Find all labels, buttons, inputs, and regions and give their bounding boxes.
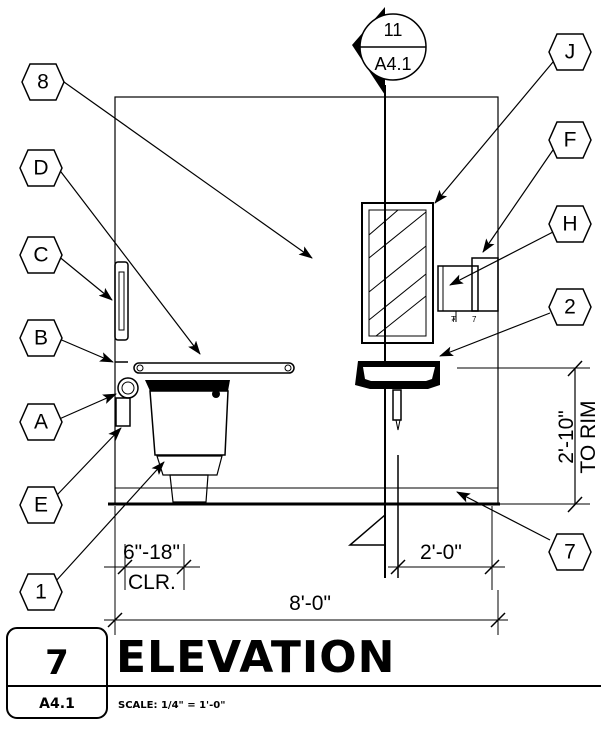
clearance-range: 6"-18" [123,541,180,564]
lav-offset-dimension: 2'-0" [388,506,505,590]
svg-text:7: 7 [564,541,576,564]
lavatory [355,361,440,431]
svg-text:8: 8 [37,71,49,94]
tag-e: E [19,486,63,524]
tag-7: 7 [548,533,592,571]
title-block: 7 A4.1 ELEVATION SCALE: 1/4" = 1'-0" [6,627,601,719]
svg-text:7: 7 [472,315,477,324]
svg-text:2: 2 [564,296,576,319]
tag-1: 1 [19,573,63,611]
grab-bar [133,362,295,374]
svg-text:B: B [34,327,48,350]
section-cut-line [347,85,399,578]
toilet-paper-holder [115,361,139,427]
svg-text:₮: ₮ [451,315,456,324]
svg-text:1: 1 [35,581,47,604]
svg-text:A: A [34,411,48,434]
tag-d: D [19,149,63,187]
svg-text:E: E [34,494,48,517]
rim-height-label: TO RIM [577,400,600,473]
mirror [361,202,434,344]
svg-text:J: J [565,41,576,64]
towel-dispenser: ₮ 7 [437,257,499,324]
drawing-scale: SCALE: 1/4" = 1'-0" [118,700,225,711]
rim-height-dimension: 2'-10" TO RIM [457,360,600,513]
detail-sheet: A4.1 [39,696,75,712]
svg-text:C: C [33,244,48,267]
drawing-title: ELEVATION [116,632,395,683]
clearance-label: CLR. [128,571,176,594]
wall-outline [108,96,500,506]
rim-height-value: 2'-10" [555,410,578,464]
section-number: 11 [384,20,403,40]
overall-width-value: 8'-0" [289,592,331,615]
clearance-dimension: 6"-18" CLR. [104,506,200,635]
tag-h: H [548,205,592,243]
svg-text:D: D [33,157,48,180]
section-marker: 11 A4.1 [352,7,427,95]
svg-text:H: H [562,213,577,236]
tag-a: A [19,403,63,441]
leader-lines [54,61,554,583]
lav-offset-value: 2'-0" [420,541,462,564]
tag-f: F [548,121,592,159]
water-closet [145,380,230,503]
overall-width-dimension: 8'-0" [104,590,508,635]
seat-cover-dispenser [114,261,129,341]
tag-c: C [19,236,63,274]
section-sheet: A4.1 [374,54,411,74]
tag-2: 2 [548,288,592,326]
detail-number: 7 [45,643,69,683]
tag-j: J [548,33,592,71]
svg-text:F: F [564,129,577,152]
tag-8: 8 [21,63,65,101]
tag-b: B [19,319,63,357]
